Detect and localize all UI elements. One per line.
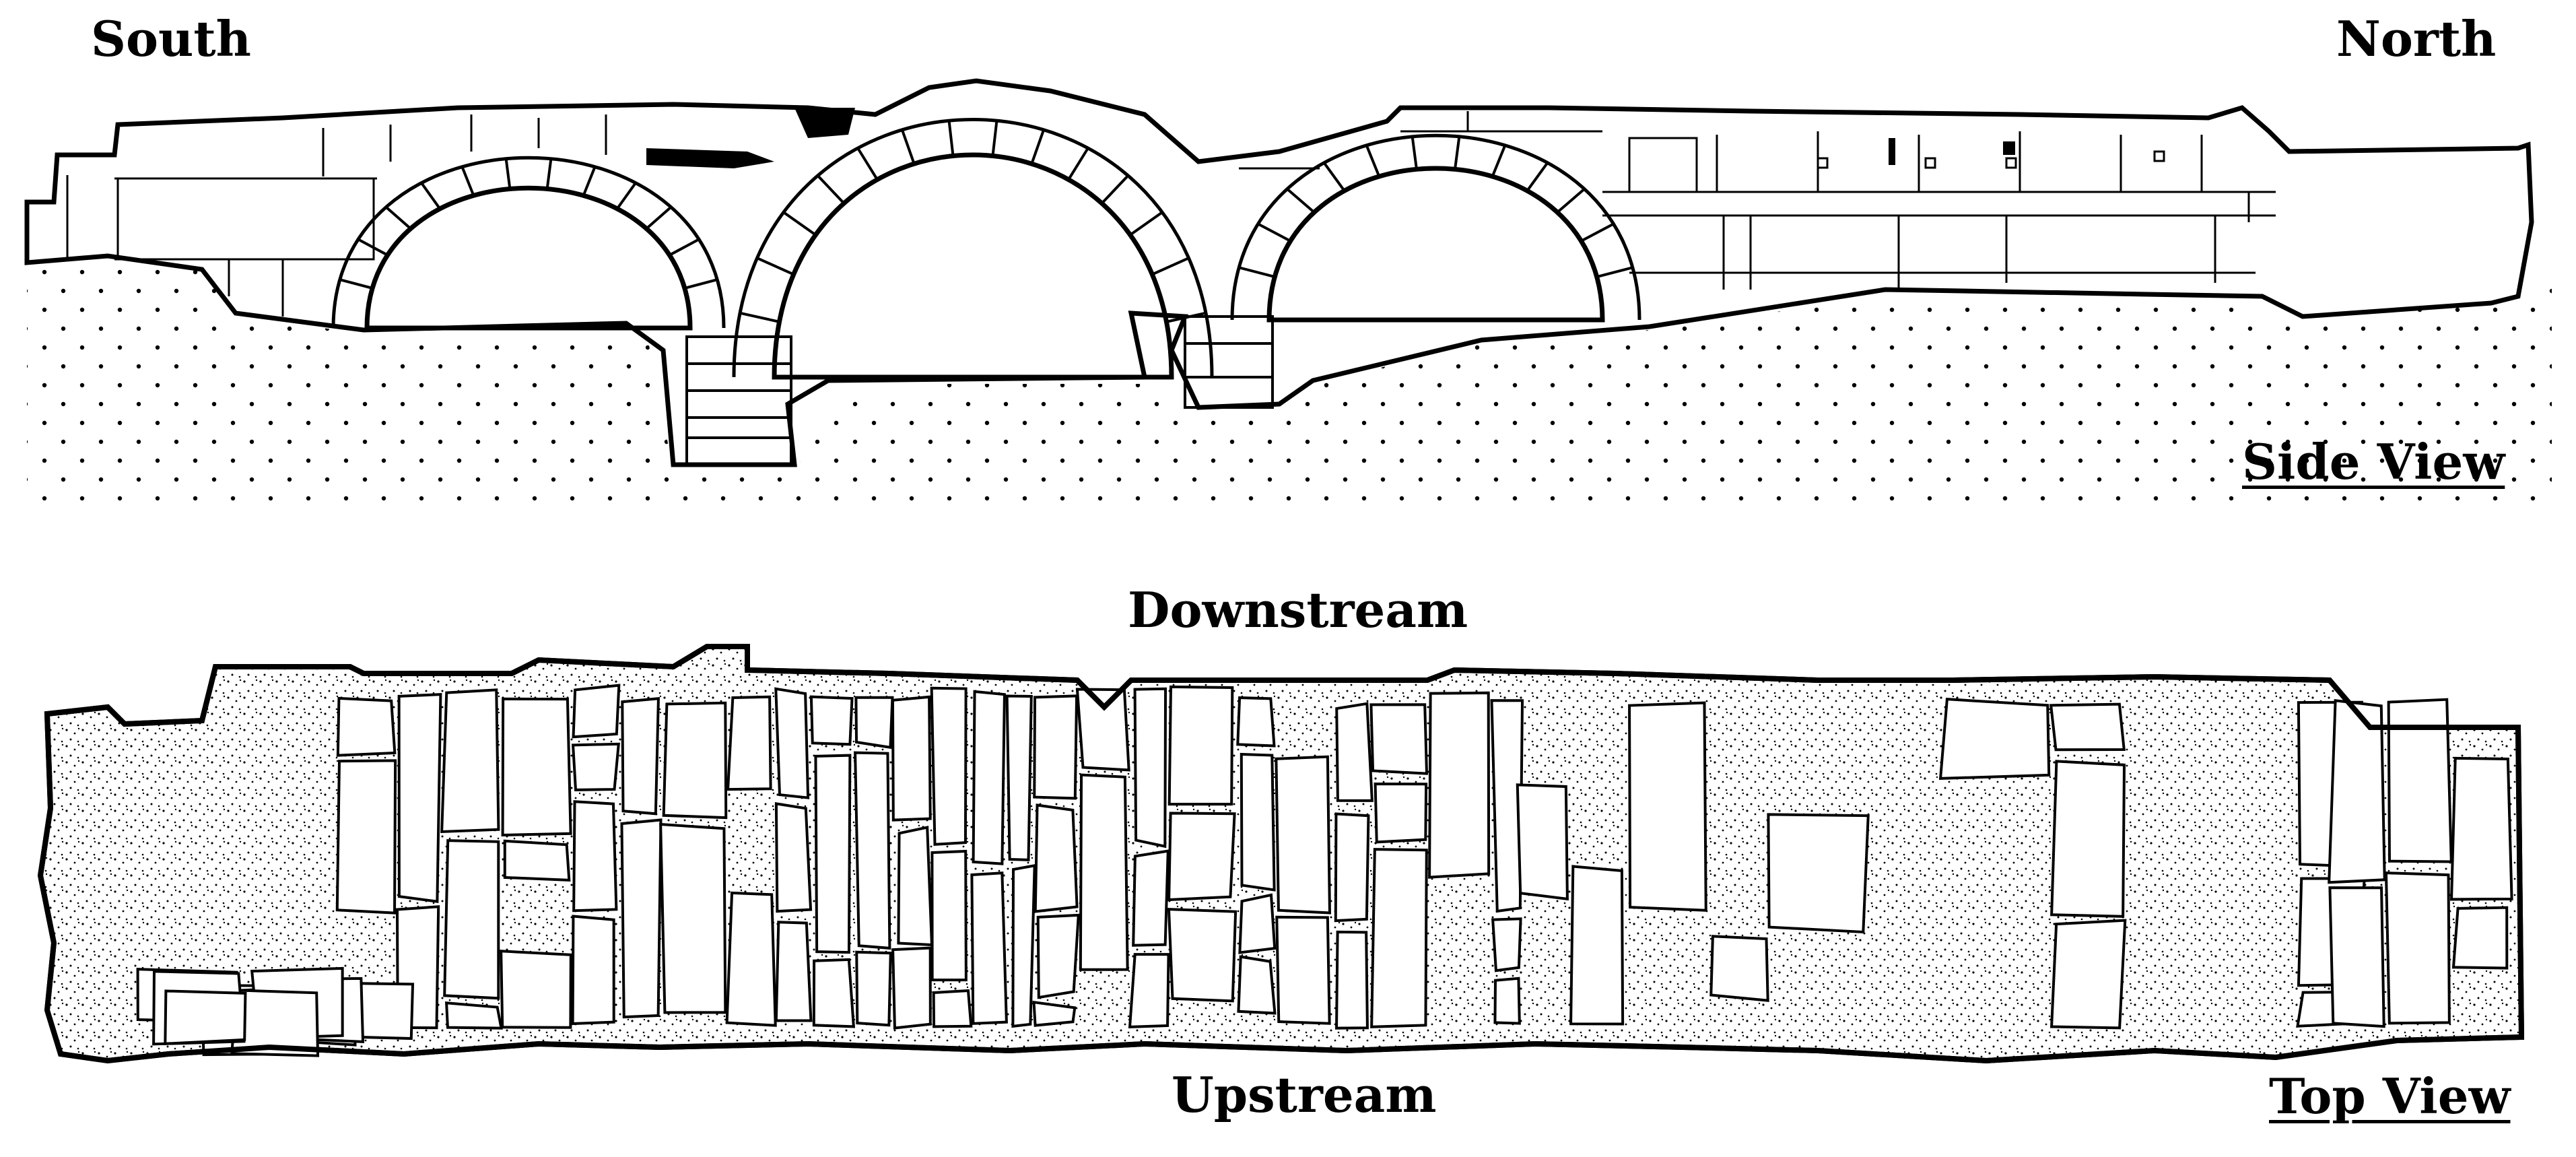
label-north: North bbox=[2336, 10, 2497, 67]
arch-ring-south bbox=[331, 156, 726, 329]
label-top-view: Top View bbox=[2269, 1067, 2511, 1125]
voussoir-joints bbox=[339, 120, 1633, 323]
bridge-body bbox=[24, 78, 2534, 467]
arch-ring-center bbox=[732, 118, 1214, 378]
plan-outline-edge bbox=[37, 644, 2525, 1064]
masonry-lines bbox=[66, 111, 2276, 317]
top-view bbox=[37, 644, 2525, 1064]
label-upstream: Upstream bbox=[1172, 1066, 1437, 1123]
label-side-view: Side View bbox=[2242, 433, 2505, 490]
plan-stones bbox=[136, 684, 2513, 1057]
dark-voids bbox=[646, 108, 2015, 168]
ground-fill bbox=[27, 259, 2552, 512]
arch-ring-north bbox=[1230, 133, 1641, 321]
pier-south bbox=[685, 335, 792, 466]
pier-north bbox=[1184, 315, 1274, 409]
label-downstream: Downstream bbox=[1128, 581, 1468, 638]
side-view bbox=[24, 78, 2552, 512]
label-south: South bbox=[91, 10, 251, 67]
